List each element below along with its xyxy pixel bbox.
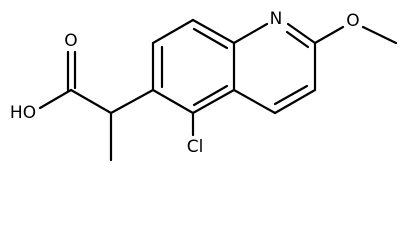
bond-ch-ring	[109, 88, 155, 115]
bond-c3-c4-inner	[273, 84, 309, 106]
bond-c5-c6	[151, 88, 195, 115]
bonds	[38, 18, 398, 162]
atom-label-nitrogen: N	[270, 9, 283, 29]
bond-c-oh	[38, 88, 73, 110]
atom-label-chlorine: Cl	[187, 137, 204, 157]
chemical-structure: O HO Cl N O	[10, 9, 398, 162]
atom-label-oxygen-carbonyl: O	[64, 31, 77, 51]
bond-c4a-c5	[191, 88, 236, 115]
bond-c7-c8	[151, 18, 195, 45]
bond-c4a-c5-inner	[192, 84, 229, 107]
atom-label-oxygen-methoxy: O	[346, 11, 359, 31]
bond-o-ch3	[361, 25, 398, 45]
bond-c3-c4	[273, 88, 317, 115]
bond-c-ch	[69, 88, 113, 115]
bond-c8-c8a	[191, 18, 236, 45]
bond-c4-c4a	[232, 88, 277, 115]
atom-labels: O HO Cl N O	[10, 9, 360, 157]
bond-c8-c8a-inner	[192, 27, 229, 50]
bond-n-c2	[286, 22, 317, 45]
atom-label-hydroxyl: HO	[10, 103, 36, 123]
bond-n-c2-inner	[285, 30, 310, 49]
bond-c2-o	[313, 25, 345, 45]
bond-c8a-n	[232, 22, 269, 45]
